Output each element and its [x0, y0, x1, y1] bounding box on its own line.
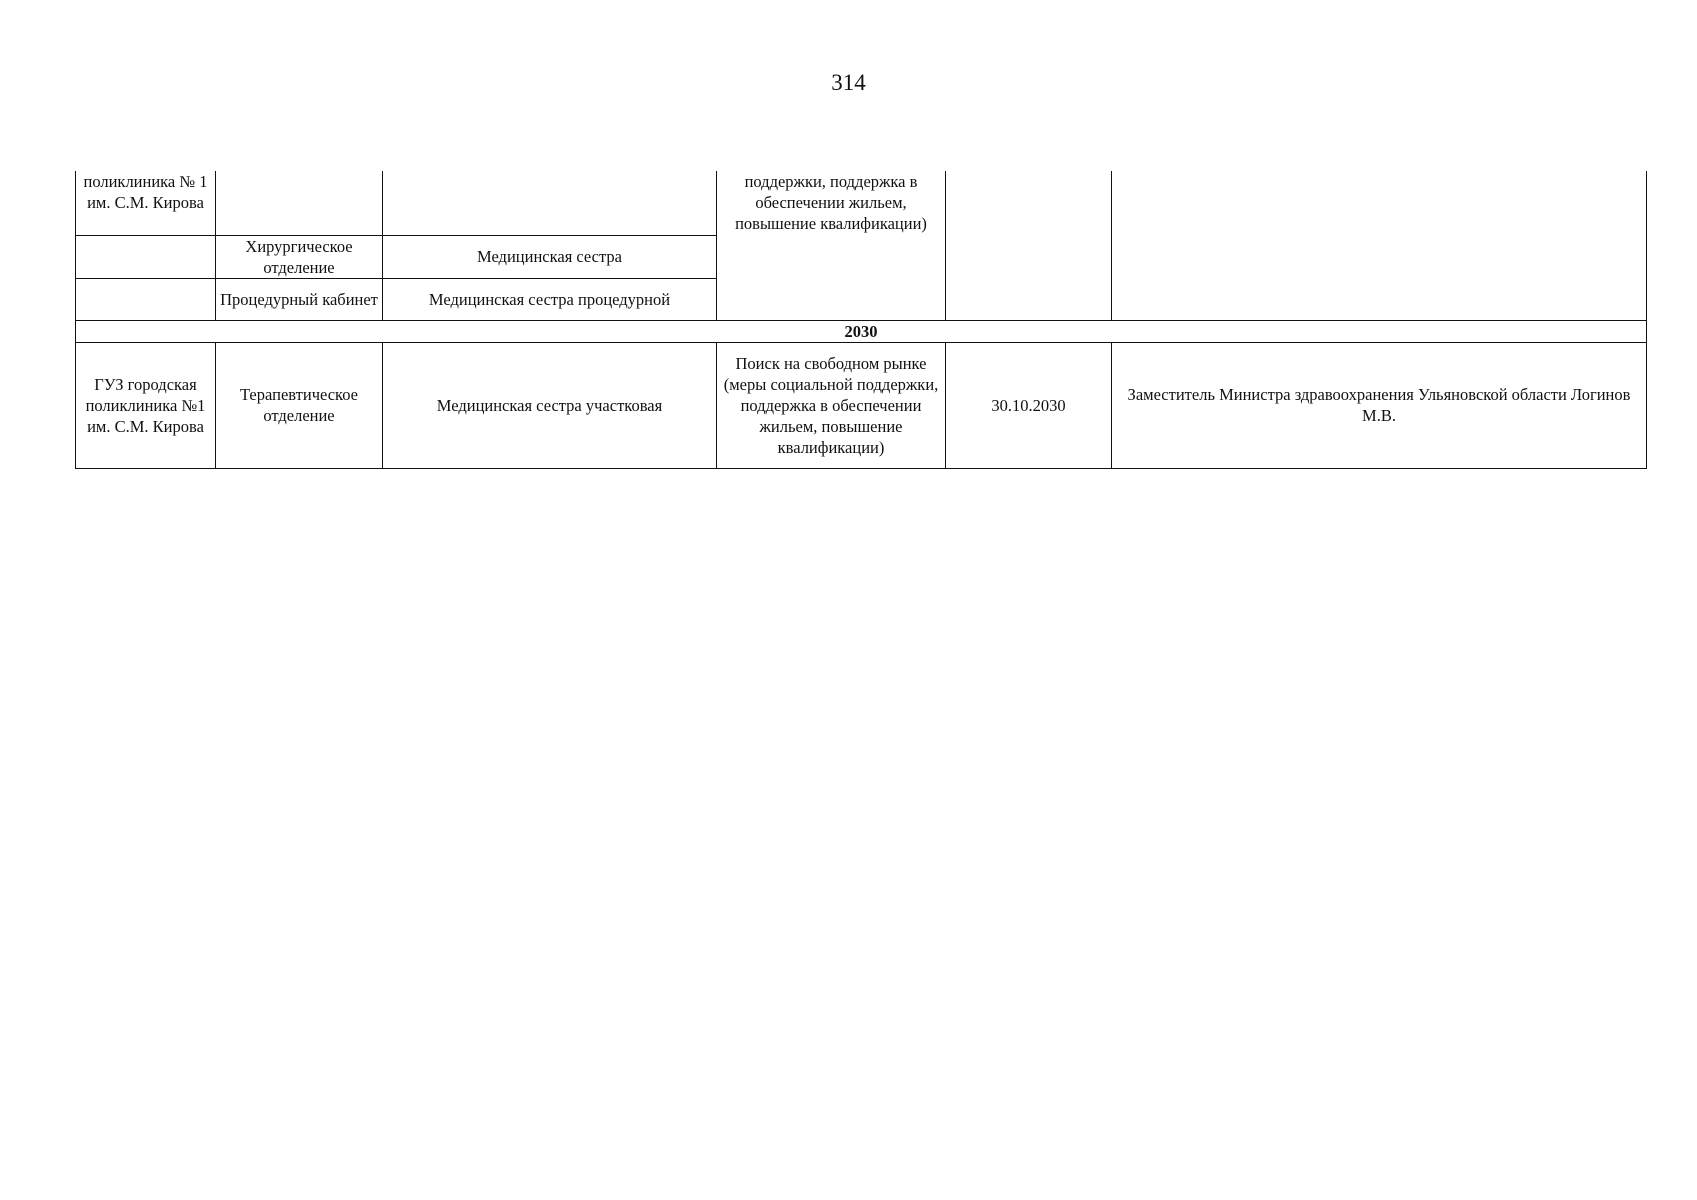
deadline-cell: 30.10.2030 — [945, 341, 1112, 469]
year-section-row: 2030 — [75, 319, 1647, 343]
measures-cell: Поиск на свободном рынке (меры социально… — [716, 341, 946, 469]
department-cell: Процедурный кабинет — [215, 277, 383, 321]
table-row-continued-1: поликлиника № 1 им. С.М. Кирова поддержк… — [75, 171, 1647, 321]
position-cell: Медицинская сестра — [382, 234, 717, 279]
year-heading: 2030 — [75, 319, 1647, 343]
measures-cell-continued: поддержки, поддержка в обеспечении жилье… — [716, 171, 946, 321]
page-number: 314 — [831, 70, 866, 95]
organization-cell-continued: поликлиника № 1 им. С.М. Кирова — [75, 171, 216, 236]
position-cell: Медицинская сестра участковая — [382, 341, 717, 469]
staffing-table: поликлиника № 1 им. С.М. Кирова поддержк… — [75, 171, 1647, 469]
organization-cell-empty — [75, 277, 216, 321]
position-cell-empty — [382, 171, 717, 236]
deadline-cell-empty — [945, 171, 1112, 321]
department-cell-empty — [215, 171, 383, 236]
department-cell: Хирургическое отделение — [215, 234, 383, 279]
organization-cell: ГУЗ городская поликлиника №1 им. С.М. Ки… — [75, 341, 216, 469]
department-cell: Терапевтическое отделение — [215, 341, 383, 469]
table-row-procedural: Процедурный кабинет Медицинская сестра п… — [75, 277, 1647, 321]
organization-cell-empty — [75, 234, 216, 279]
position-cell: Медицинская сестра процедурной — [382, 277, 717, 321]
responsible-cell: Заместитель Министра здравоохранения Уль… — [1111, 341, 1647, 469]
responsible-cell-empty — [1111, 171, 1647, 321]
table-row: ГУЗ городская поликлиника №1 им. С.М. Ки… — [75, 341, 1647, 469]
